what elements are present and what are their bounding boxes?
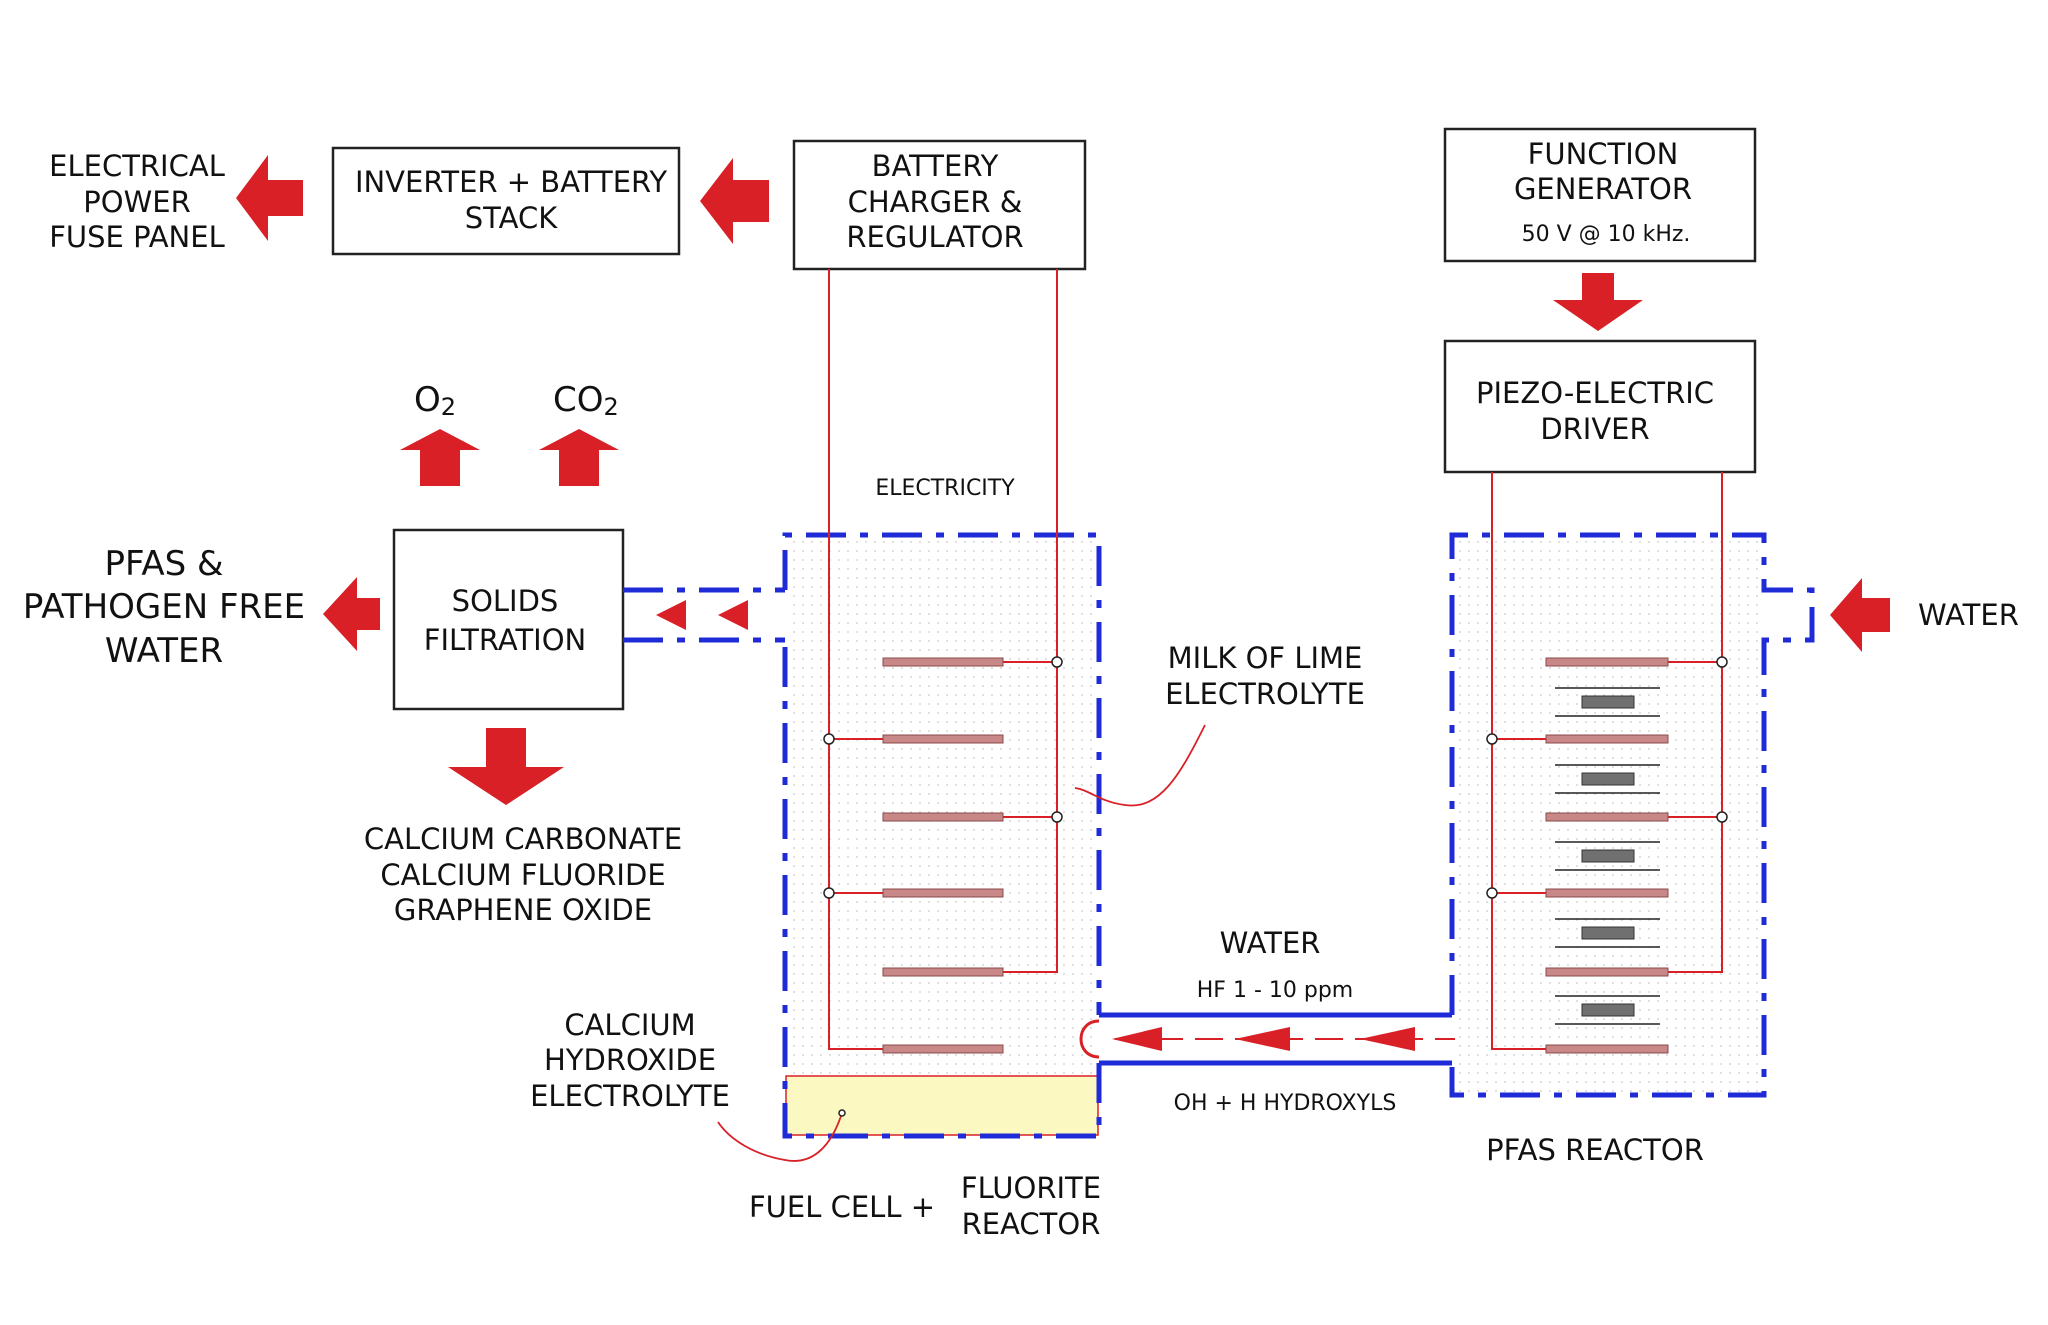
fuel-cell-fill: [786, 535, 1098, 1135]
svg-text:INVERTER + BATTERY: INVERTER + BATTERY: [355, 165, 667, 199]
arrow-left-to-inverter: [700, 158, 769, 244]
pfas-reactor-vessel-wall: [1449, 532, 1815, 1098]
calcium-hydroxide-sediment: [785, 1075, 1099, 1136]
svg-text:WATER: WATER: [105, 631, 223, 671]
arrow-left-to-fuse-panel: [236, 155, 303, 241]
svg-text:PIEZO-ELECTRIC: PIEZO-ELECTRIC: [1476, 376, 1714, 410]
byproducts-label: CALCIUM CARBONATE CALCIUM FLUORIDE GRAPH…: [364, 822, 682, 927]
svg-text:FILTRATION: FILTRATION: [424, 623, 586, 657]
svg-text:FUSE PANEL: FUSE PANEL: [49, 220, 225, 254]
calcium-hydroxide-leader-dot: [838, 1109, 846, 1117]
svg-text:REGULATOR: REGULATOR: [846, 220, 1023, 254]
svg-text:FUEL CELL +: FUEL CELL +: [749, 1190, 935, 1224]
flow-arrow-outlet-1: [656, 600, 686, 630]
calcium-hydroxide-label: CALCIUM HYDROXIDE ELECTROLYTE: [530, 1008, 730, 1113]
svg-text:POWER: POWER: [83, 185, 190, 219]
pfas-reactor-junctions: [1486, 656, 1728, 899]
svg-text:CALCIUM: CALCIUM: [564, 1008, 695, 1042]
hf-concentration-label: HF 1 - 10 ppm: [1197, 978, 1353, 1003]
piezo-electric-driver-box: PIEZO-ELECTRIC DRIVER: [1443, 339, 1757, 474]
svg-text:CHARGER &: CHARGER &: [848, 185, 1023, 219]
electricity-label: ELECTRICITY: [875, 476, 1015, 501]
calcium-hydroxide-leader-line: [717, 1112, 843, 1162]
svg-text:CALCIUM FLUORIDE: CALCIUM FLUORIDE: [380, 858, 665, 892]
inverter-battery-stack-box: INVERTER + BATTERY STACK: [331, 146, 681, 256]
milk-of-lime-label: MILK OF LIME ELECTROLYTE: [1165, 641, 1365, 711]
svg-text:MILK OF LIME: MILK OF LIME: [1168, 641, 1363, 675]
svg-text:REACTOR: REACTOR: [962, 1207, 1101, 1241]
milk-of-lime-leader-line: [1074, 724, 1206, 807]
water-inlet-label: WATER: [1918, 598, 2019, 632]
fuel-cell-fluorite-reactor-label: FUEL CELL + FLUORITE REACTOR: [749, 1171, 1101, 1241]
transfer-flow-arrows: [1112, 1027, 1415, 1051]
function-generator-box: FUNCTION GENERATOR 50 V @ 10 kHz.: [1443, 127, 1757, 263]
svg-text:CALCIUM CARBONATE: CALCIUM CARBONATE: [364, 822, 682, 856]
svg-text:HYDROXIDE: HYDROXIDE: [544, 1043, 716, 1077]
fuel-cell-vessel-wall: [782, 532, 1102, 1139]
svg-text:GRAPHENE OXIDE: GRAPHENE OXIDE: [394, 893, 652, 927]
arrow-up-carbon-dioxide: [539, 429, 619, 486]
hydroxyls-label: OH + H HYDROXYLS: [1174, 1091, 1397, 1116]
oxygen-label: O2: [414, 380, 456, 421]
svg-text:ELECTRICAL: ELECTRICAL: [49, 149, 225, 183]
arrow-down-to-piezo-driver: [1553, 273, 1643, 331]
battery-charger-regulator-box: BATTERY CHARGER & REGULATOR: [792, 139, 1087, 271]
pfas-reactor-spacers: [1555, 687, 1660, 1025]
solids-filtration-box: SOLIDS FILTRATION: [392, 528, 625, 711]
svg-text:FUNCTION: FUNCTION: [1528, 137, 1679, 171]
svg-text:PATHOGEN FREE: PATHOGEN FREE: [23, 587, 305, 627]
pfas-reactor-piezo-elements: [1581, 695, 1635, 1017]
pfas-reactor-label: PFAS REACTOR: [1486, 1133, 1704, 1167]
transfer-pipe: [1079, 1012, 1452, 1066]
outlet-pipe: [623, 587, 785, 643]
function-generator-spec: 50 V @ 10 kHz.: [1522, 222, 1691, 247]
arrow-left-water-inlet: [1830, 578, 1890, 652]
svg-text:BATTERY: BATTERY: [872, 149, 999, 183]
arrow-left-clean-water-output: [323, 577, 380, 651]
svg-text:ELECTROLYTE: ELECTROLYTE: [530, 1079, 730, 1113]
svg-text:STACK: STACK: [465, 201, 558, 235]
svg-text:SOLIDS: SOLIDS: [452, 584, 559, 618]
svg-text:ELECTROLYTE: ELECTROLYTE: [1165, 677, 1365, 711]
svg-text:GENERATOR: GENERATOR: [1514, 172, 1692, 206]
fuel-cell-wiring: [828, 269, 1058, 1050]
water-transfer-label: WATER: [1220, 926, 1321, 960]
svg-text:PFAS &: PFAS &: [104, 544, 223, 584]
arrow-down-solids-output: [448, 728, 564, 805]
pfas-reactor-wiring: [1491, 472, 1723, 1050]
fuel-cell-electrodes: [882, 657, 1004, 1054]
svg-text:FLUORITE: FLUORITE: [961, 1171, 1101, 1205]
arrow-up-oxygen: [400, 429, 480, 486]
fuel-cell-junctions: [823, 656, 1063, 899]
flow-arrow-outlet-2: [718, 600, 748, 630]
pfas-reactor-electrodes: [1545, 657, 1669, 1054]
svg-text:DRIVER: DRIVER: [1540, 412, 1649, 446]
carbon-dioxide-label: CO2: [553, 380, 619, 421]
pfas-pathogen-free-water-label: PFAS & PATHOGEN FREE WATER: [23, 544, 305, 671]
electrical-power-label: ELECTRICAL POWER FUSE PANEL: [49, 149, 225, 254]
